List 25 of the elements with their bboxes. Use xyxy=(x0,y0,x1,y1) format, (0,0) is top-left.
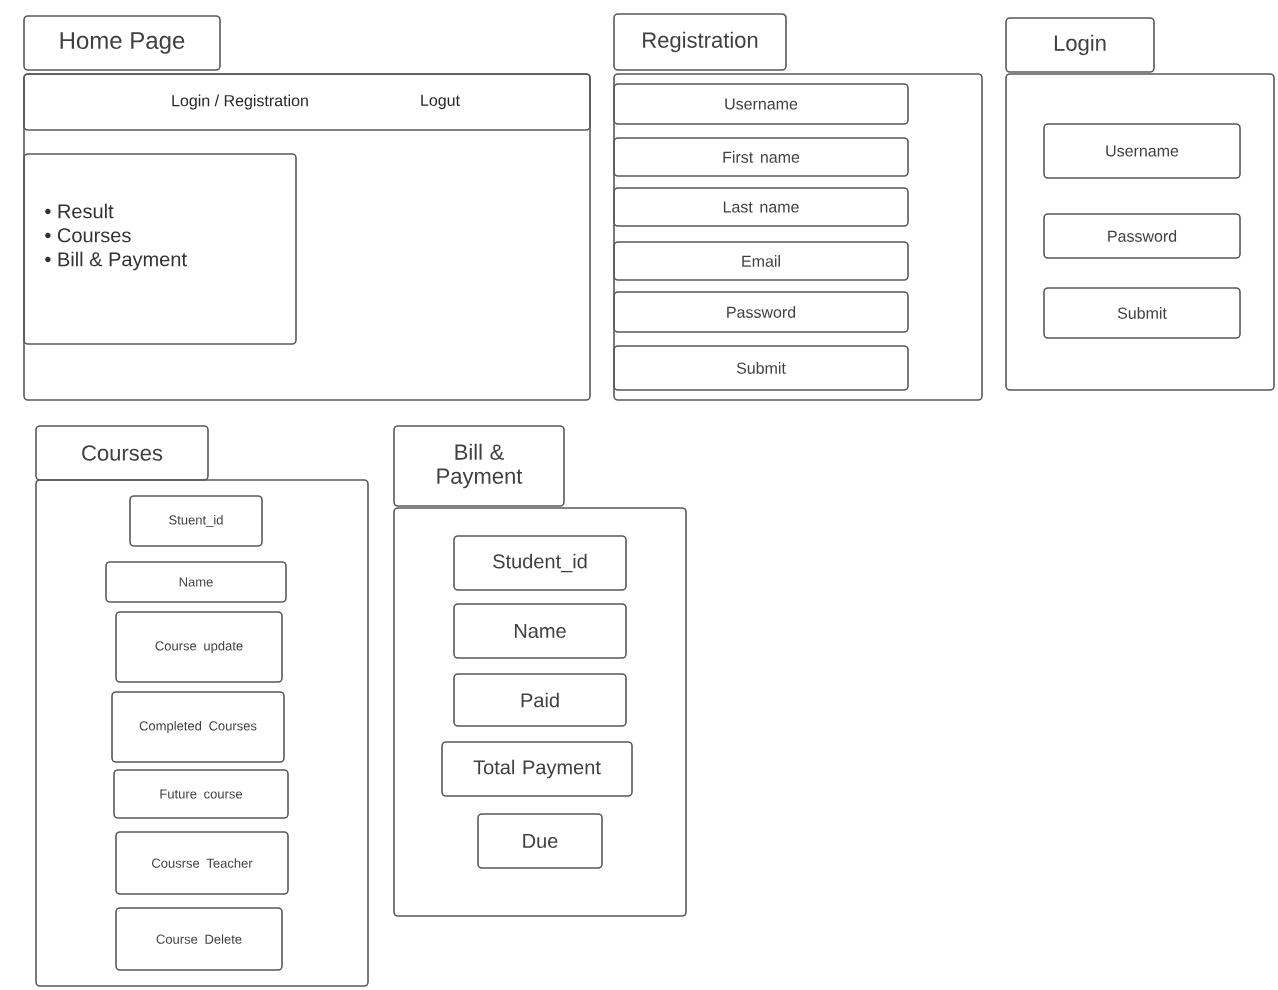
input-field: Submit xyxy=(613,345,909,391)
page-title-tab: Login xyxy=(1005,17,1155,73)
input-field: Username xyxy=(613,83,909,125)
input-field: Password xyxy=(1043,213,1241,259)
input-field: Submit xyxy=(1043,287,1241,339)
input-field: Paid xyxy=(453,673,627,727)
input-field: Email xyxy=(613,241,909,281)
page-title-tab: Bill & Payment xyxy=(393,425,565,507)
input-field: First name xyxy=(613,137,909,177)
input-field: Total Payment xyxy=(441,741,633,797)
input-field: Username xyxy=(1043,123,1241,179)
page-panel xyxy=(35,479,369,987)
menu-list: • Result • Courses • Bill & Payment xyxy=(23,153,297,345)
input-field: Password xyxy=(613,291,909,333)
input-field: Last name xyxy=(613,187,909,227)
page-panel xyxy=(393,507,687,917)
input-field: Student_id xyxy=(453,535,627,591)
page-panel xyxy=(1005,73,1275,391)
page-panel xyxy=(613,73,983,401)
input-field: Due xyxy=(477,813,603,869)
page-title-tab: Home Page xyxy=(23,15,221,71)
page-title-tab: Courses xyxy=(35,425,209,481)
menu-bar: Login / Registration Logut xyxy=(23,73,591,131)
page-title-tab: Registration xyxy=(613,13,787,71)
input-field: Name xyxy=(453,603,627,659)
